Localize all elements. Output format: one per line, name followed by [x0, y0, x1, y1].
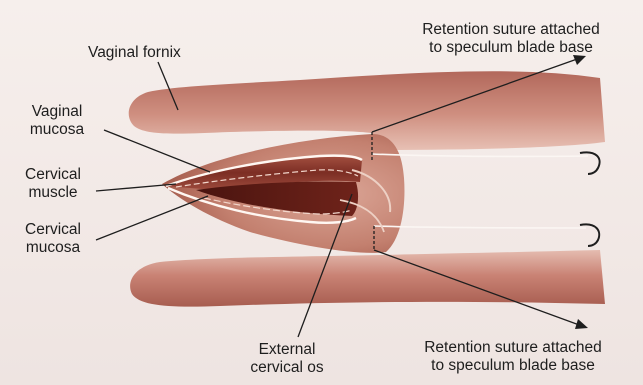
label-cervical-muscle-line1: Cervical — [10, 166, 96, 183]
label-cervical-mucosa-line2: mucosa — [10, 239, 96, 256]
label-vaginal-fornix: Vaginal fornix — [88, 44, 181, 61]
label-external-os-line2: cervical os — [232, 359, 342, 376]
leader-vaginal-mucosa — [104, 130, 210, 172]
leader-cervical-muscle — [96, 184, 176, 191]
suture-line-top — [372, 154, 588, 156]
label-vaginal-mucosa-line2: mucosa — [14, 121, 100, 138]
label-vaginal-mucosa-line1: Vaginal — [14, 103, 100, 120]
leader-cervical-mucosa — [96, 196, 208, 240]
label-external-os-line1: External — [232, 341, 342, 358]
label-suture-top-line1: Retention suture attached — [388, 21, 634, 38]
lower-vaginal-fold — [130, 250, 605, 307]
label-cervical-muscle-line2: muscle — [10, 184, 96, 201]
suture-line-bottom — [374, 226, 586, 228]
label-suture-top-line2: to speculum blade base — [388, 39, 634, 56]
label-suture-bottom-line2: to speculum blade base — [390, 357, 636, 374]
arrowhead-suture-bottom — [575, 319, 588, 329]
label-suture-bottom-line1: Retention suture attached — [390, 339, 636, 356]
label-cervical-mucosa-line1: Cervical — [10, 221, 96, 238]
